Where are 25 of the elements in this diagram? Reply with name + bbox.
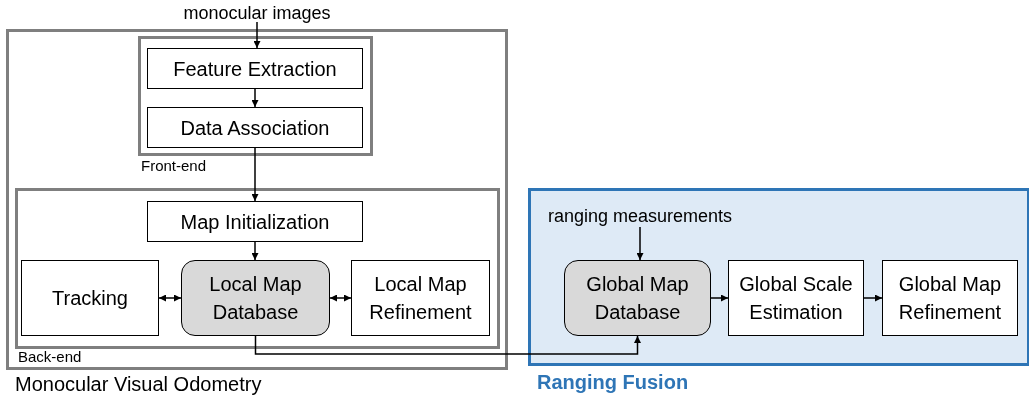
input-label: monocular images — [167, 0, 347, 22]
group-title: Front-end — [141, 156, 207, 176]
arrow — [251, 147, 259, 202]
arrow — [158, 294, 182, 302]
arrow — [636, 226, 644, 261]
arrow — [863, 294, 883, 302]
process-box: Tracking — [21, 260, 159, 336]
process-box: Global Map Refinement — [882, 260, 1018, 336]
process-box: Data Association — [147, 107, 363, 148]
arrow — [251, 241, 259, 261]
database-box: Local Map Database — [181, 260, 330, 336]
group-title: Monocular Visual Odometry — [15, 372, 262, 397]
arrow — [710, 294, 729, 302]
group-title: Back-end — [18, 347, 82, 367]
arrow — [329, 294, 352, 302]
process-box: Map Initialization — [147, 201, 363, 242]
database-box: Global Map Database — [564, 260, 711, 336]
arrow — [251, 88, 259, 108]
arrow — [253, 21, 261, 49]
group-title: Ranging Fusion — [537, 370, 689, 395]
input-label: ranging measurements — [535, 203, 745, 227]
process-box: Global Scale Estimation — [728, 260, 864, 336]
process-box: Feature Extraction — [147, 48, 363, 89]
arrow — [254, 335, 641, 355]
process-box: Local Map Refinement — [351, 260, 490, 336]
